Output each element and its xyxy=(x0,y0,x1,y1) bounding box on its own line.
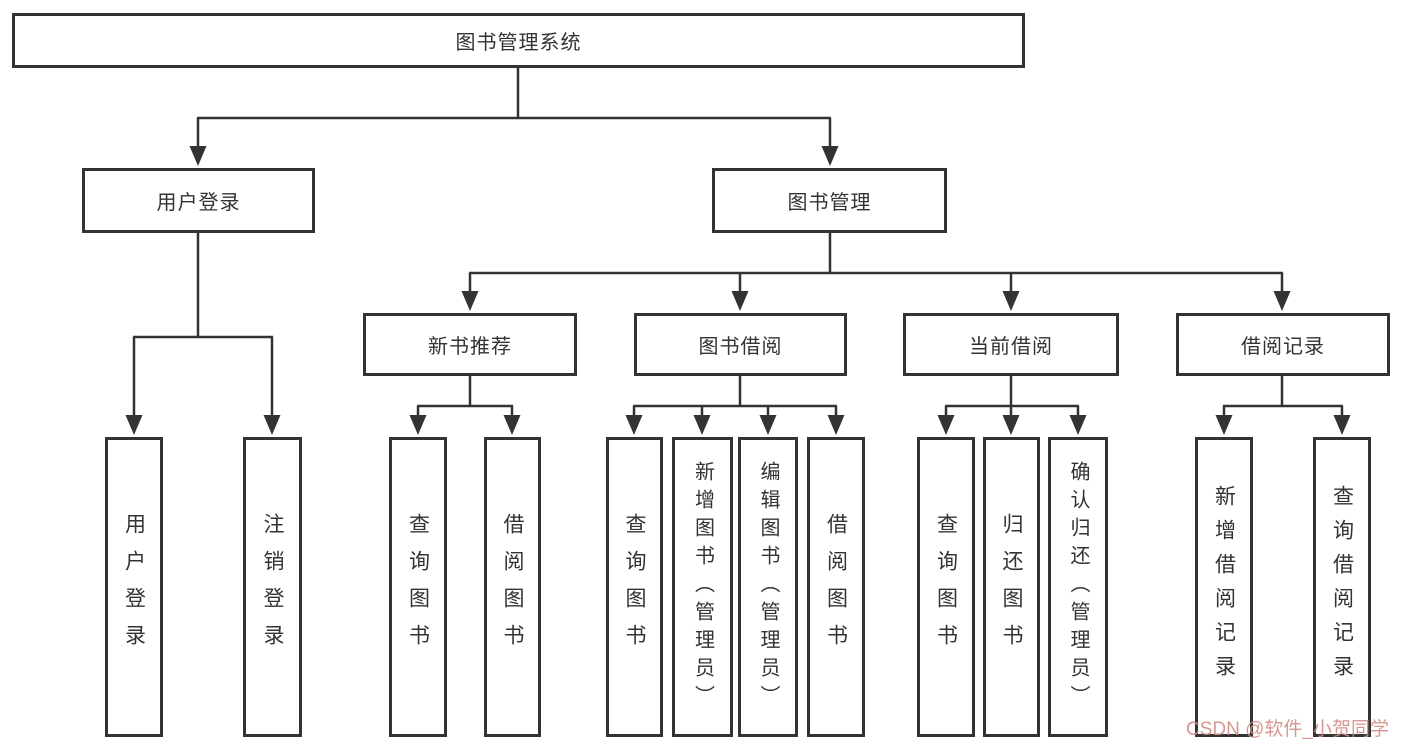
node-cb-return-books: 归还图书 xyxy=(983,437,1040,737)
node-borrow-records: 借阅记录 xyxy=(1176,313,1390,376)
node-new-book-recommend: 新书推荐 xyxy=(363,313,577,376)
csdn-watermark: CSDN @软件_小贺同学 xyxy=(1186,719,1389,740)
node-label: 用户登录 xyxy=(122,513,146,661)
node-label: 查询图书 xyxy=(623,513,646,661)
node-bb-edit-books-admin: 编辑图书（管理员） xyxy=(738,437,798,737)
node-bb-borrow-books: 借阅图书 xyxy=(807,437,865,737)
node-br-query-record: 查询借阅记录 xyxy=(1313,437,1371,737)
node-leaf-logout: 注销登录 xyxy=(243,437,302,737)
node-cb-query-books: 查询图书 xyxy=(917,437,975,737)
node-br-add-record: 新增借阅记录 xyxy=(1195,437,1253,737)
node-bb-add-books-admin: 新增图书（管理员） xyxy=(672,437,733,737)
node-book-borrow: 图书借阅 xyxy=(634,313,847,376)
node-nb-borrow-books: 借阅图书 xyxy=(484,437,541,737)
node-label: 确认归还（管理员） xyxy=(1067,461,1089,713)
node-label: 借阅图书 xyxy=(824,513,848,661)
node-current-borrow: 当前借阅 xyxy=(903,313,1119,376)
node-library-management-system: 图书管理系统 xyxy=(12,13,1025,68)
connector-paths xyxy=(132,68,1344,417)
node-leaf-user-login: 用户登录 xyxy=(105,437,163,737)
node-label: 借阅图书 xyxy=(501,513,524,661)
node-label: 新增借阅记录 xyxy=(1212,485,1236,689)
node-nb-query-books: 查询图书 xyxy=(389,437,447,737)
node-label: 归还图书 xyxy=(1000,513,1023,661)
node-cb-confirm-return-admin: 确认归还（管理员） xyxy=(1048,437,1108,737)
node-label: 新增图书（管理员） xyxy=(691,461,714,713)
node-book-management: 图书管理 xyxy=(712,168,947,233)
node-label: 注销登录 xyxy=(261,513,284,661)
node-bb-query-books: 查询图书 xyxy=(606,437,663,737)
node-label: 查询借阅记录 xyxy=(1330,485,1354,689)
node-label: 查询图书 xyxy=(406,513,430,661)
arrowheads xyxy=(125,146,1351,435)
node-label: 查询图书 xyxy=(934,513,958,661)
node-label: 编辑图书（管理员） xyxy=(757,461,779,713)
node-user-login: 用户登录 xyxy=(82,168,315,233)
